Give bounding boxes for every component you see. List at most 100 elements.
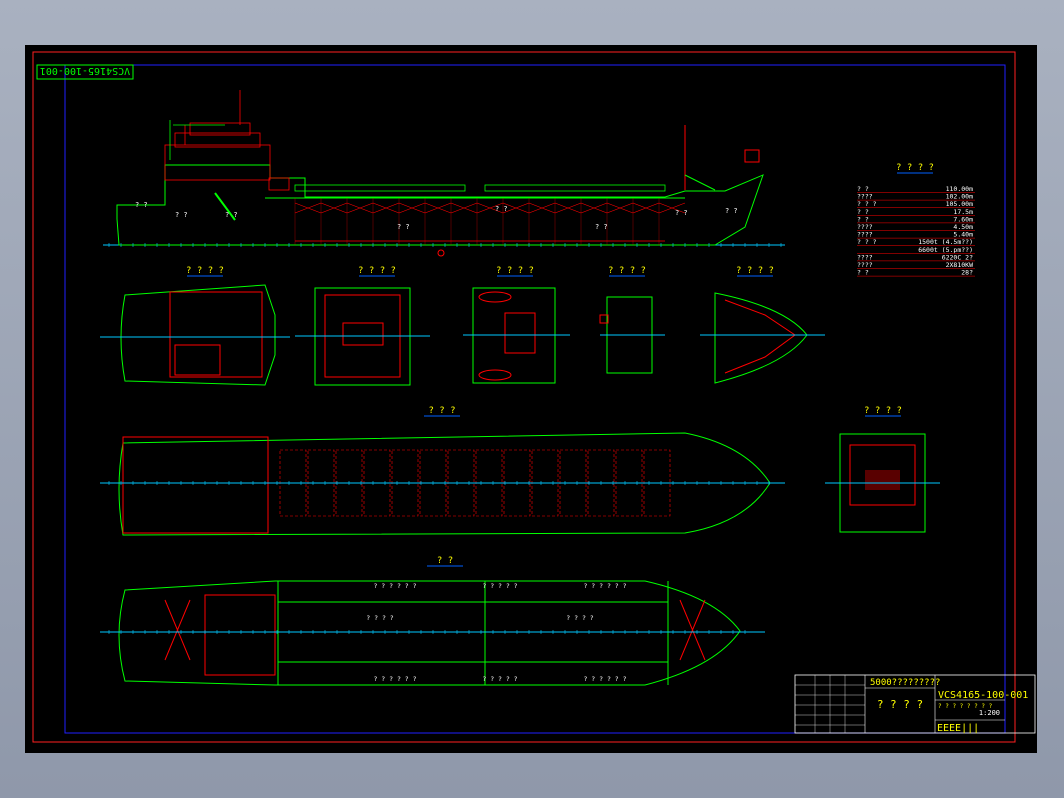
hold-frame (320, 202, 348, 214)
particulars-label: ???? (857, 261, 873, 269)
particulars-row: ? ? 28? (857, 269, 975, 277)
hold-frame (658, 202, 686, 214)
particulars-label: ? ? (857, 185, 869, 193)
particulars-row: ???? 5.40m (857, 231, 975, 239)
deck-c-title: ? ? ? ? (496, 266, 534, 276)
sheet-marks: EEEE||| (937, 723, 979, 734)
hold-frame (528, 202, 556, 214)
profile-label: ? ? (225, 211, 238, 219)
cad-drawing: VCS4165-100-001 ? ? ? ? ? ? ? ? (32, 51, 1036, 743)
hold-frame (450, 202, 478, 214)
hold-frame (502, 202, 530, 214)
hold-frame (346, 202, 374, 214)
outer-border (32, 51, 1016, 743)
particulars-row: ? ? ? 1500t (4.5m??) (857, 238, 975, 246)
particulars-row: 6600t (5.pm??) (857, 246, 975, 254)
particulars-row: ???? 6220C 2? (857, 253, 975, 261)
hold-frame (372, 202, 400, 214)
hold-plan: ? ? ? ? ? ? ? ? ? ? ? ? ? ? ? ? ? ? ? ? … (100, 556, 765, 686)
particulars-value: 105.00m (946, 200, 973, 208)
particulars-row: ???? 4.50m (857, 223, 975, 231)
hold-frame (294, 202, 322, 214)
inner-border (64, 64, 1006, 734)
hold-frame (554, 202, 582, 214)
profile-view: ? ? ? ? ? ? ? ? ? ? ? ? ? ? ? ? (103, 90, 785, 257)
particulars-row: ???? 102.00m (857, 193, 975, 201)
particulars-row: ???? 2X810KW (857, 261, 975, 269)
particulars-row: ? ? 7.60m (857, 215, 975, 223)
deck-e-title: ? ? ? ? (736, 266, 774, 276)
particulars-value: 6600t (5.pm??) (918, 246, 973, 254)
rotated-drawing-number-text: VCS4165-100-001 (40, 65, 130, 76)
particulars-value: 2X810KW (946, 261, 973, 269)
hold-label-top: ? ? ? ? ? ? (373, 582, 416, 590)
particulars-label: ???? (857, 193, 873, 201)
hold-frame (632, 202, 660, 214)
particulars-label: ???? (857, 231, 873, 239)
profile-label: ? ? (675, 209, 688, 217)
profile-label: ? ? (397, 223, 410, 231)
particulars-value: 7.60m (953, 215, 973, 223)
profile-label: ? ? (495, 205, 508, 213)
superstructure (164, 90, 290, 191)
particulars-value: 6220C 2? (942, 253, 973, 261)
hold-plan-hull (118, 580, 741, 686)
deck-plan-e: ? ? ? ? (700, 266, 825, 384)
main-deck-plan: ? ? ? (100, 406, 785, 536)
particulars-value: 17.5m (953, 208, 973, 216)
particulars-value: 5.40m (953, 231, 973, 239)
profile-hold-frames (294, 198, 686, 245)
particulars-label: ? ? ? (857, 200, 877, 208)
particulars-value: 28? (961, 269, 973, 277)
deck-plan-d: ? ? ? ? (599, 266, 665, 374)
drawing-sheet: VCS4165-100-001 ? ? ? ? ? ? ? ? (25, 45, 1037, 753)
particulars-value: 110.00m (946, 185, 973, 193)
particulars-row: ? ? 17.5m (857, 208, 975, 216)
fore-detail-plan: ? ? ? ? (825, 406, 940, 533)
profile-frame-ticks (108, 243, 782, 247)
profile-label: ? ? (175, 211, 188, 219)
particulars-value: 102.00m (946, 193, 973, 201)
hold-frame (606, 202, 634, 214)
hold-label-top: ? ? ? ? ? ? (583, 582, 626, 590)
title-block-title: ? ? ? ? (877, 698, 923, 711)
main-deck-hull (118, 432, 771, 536)
profile-hull (116, 164, 764, 246)
main-deck-title: ? ? ? (428, 406, 455, 416)
drawing-number: VCS4165-100-001 (938, 690, 1028, 701)
hold-label-bottom: ? ? ? ? ? ? (373, 675, 416, 683)
particulars-label: ???? (857, 253, 873, 261)
deck-plan-c: ? ? ? ? (463, 266, 570, 384)
particulars-row: ? ? ? 105.00m (857, 200, 975, 208)
particulars-value: 1500t (4.5m??) (918, 238, 973, 246)
particulars-label: ???? (857, 223, 873, 231)
hold-label-mid: ? ? ? ? (366, 614, 393, 622)
fore-detail-title: ? ? ? ? (864, 406, 902, 416)
hold-plan-title: ? ? (437, 556, 453, 566)
particulars-label: ? ? (857, 208, 869, 216)
hold-frame (580, 202, 608, 214)
deck-plan-b: ? ? ? ? (295, 266, 430, 386)
particulars-value: 4.50m (953, 223, 973, 231)
title-block-project: 5000????????? (870, 678, 940, 688)
particulars-row: ? ? 110.00m (857, 185, 975, 193)
scale-text: 1:200 (979, 709, 1000, 717)
profile-label: ? ? (725, 207, 738, 215)
deck-d-title: ? ? ? ? (608, 266, 646, 276)
particulars-title: ? ? ? ? (896, 163, 934, 173)
rotated-drawing-number: VCS4165-100-001 (36, 64, 134, 80)
hold-label-bottom: ? ? ? ? ? (482, 675, 517, 683)
hold-frame (398, 202, 426, 214)
title-block-sign-row: ? ? ? ? ? ? ? ? (938, 703, 993, 710)
profile-label: ? ? (595, 223, 608, 231)
hold-label-top: ? ? ? ? ? (482, 582, 517, 590)
profile-label: ? ? (135, 201, 148, 209)
hold-label-bottom: ? ? ? ? ? ? (583, 675, 626, 683)
hold-frame (424, 202, 452, 214)
particulars-label: ? ? (857, 215, 869, 223)
deck-a-title: ? ? ? ? (186, 266, 224, 276)
particulars-label: ? ? (857, 269, 869, 277)
particulars-label: ? ? ? (857, 238, 877, 246)
deck-plan-a: ? ? ? ? (100, 266, 290, 386)
particulars-table: ? ? ? ? ? ? 110.00m???? 102.00m ? ? ? 105.00… (857, 163, 975, 277)
